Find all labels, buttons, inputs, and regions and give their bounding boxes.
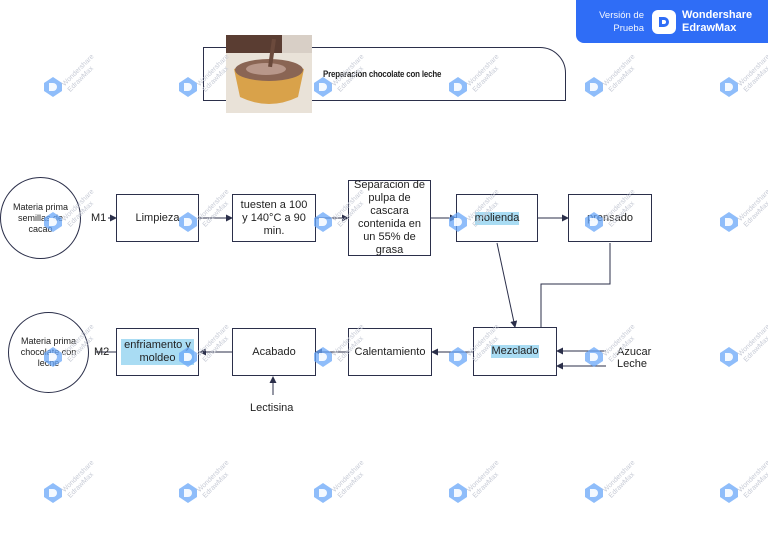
enfriamento-node[interactable]: enfriamento y moldeo (116, 328, 199, 376)
lectisina-label: Lectisina (250, 402, 294, 414)
edrawmax-watermark-icon (720, 77, 738, 97)
edrawmax-watermark-icon (179, 483, 197, 503)
edrawmax-watermark-icon (449, 483, 467, 503)
edrawmax-watermark-icon (314, 483, 332, 503)
edrawmax-logo-icon (652, 10, 676, 34)
separacion-node[interactable]: Separacion de pulpa de cascara contenida… (348, 179, 431, 256)
acabado-node[interactable]: Acabado (232, 328, 316, 376)
edrawmax-watermark-icon (44, 77, 62, 97)
azucar-label: Azucar (617, 346, 652, 358)
trial-line-1: Versión de (599, 10, 644, 21)
line-prensado-mezclado (540, 243, 611, 327)
limpieza-label: Limpieza (135, 211, 180, 224)
enfriamento-label: enfriamento y moldeo (121, 339, 194, 365)
calentamiento-label: Calentamiento (354, 345, 426, 358)
tuesten-label: tuesten a 100 y 140°C a 90 min. (240, 198, 308, 237)
arrow-molienda-mezclado (496, 242, 518, 328)
raw-material-chocolate-label: Materia prima chocolate con leche (20, 336, 77, 368)
edrawmax-watermark-icon (585, 77, 603, 97)
raw-material-chocolate-node[interactable]: Materia prima chocolate con leche (8, 312, 89, 393)
brand-name: Wondershare EdrawMax (682, 9, 752, 35)
acabado-label: Acabado (252, 345, 296, 358)
edrawmax-watermark-icon (585, 347, 603, 367)
trial-version-text: Versión de Prueba (576, 9, 644, 35)
brand-line-1: Wondershare (682, 9, 753, 21)
edrawmax-watermark-icon (585, 483, 603, 503)
prensado-label: prensado (587, 211, 633, 224)
raw-material-cacao-node[interactable]: Materia prima semillas de cacao (0, 177, 81, 259)
molienda-node[interactable]: molienda (456, 194, 538, 242)
molienda-label: molienda (474, 211, 520, 225)
edrawmax-watermark-icon (720, 347, 738, 367)
prensado-node[interactable]: prensado (568, 194, 652, 242)
m2-label: M2 (94, 346, 110, 358)
mezclado-label: Mezclado (491, 345, 539, 358)
brand-line-2: EdrawMax (682, 22, 737, 34)
diagram-title: Preparacion chocolate con leche (323, 69, 442, 79)
tuesten-node[interactable]: tuesten a 100 y 140°C a 90 min. (232, 194, 316, 242)
hot-chocolate-photo (226, 35, 312, 113)
edrawmax-watermark-icon (720, 483, 738, 503)
edrawmax-watermark-icon (179, 77, 197, 97)
leche-label: Leche (617, 358, 647, 370)
limpieza-node[interactable]: Limpieza (116, 194, 199, 242)
mezclado-node[interactable]: Mezclado (473, 327, 557, 376)
calentamiento-node[interactable]: Calentamiento (348, 328, 432, 376)
edrawmax-watermark-icon (449, 347, 467, 367)
raw-material-cacao-label: Materia prima semillas de cacao (12, 201, 68, 234)
m1-label: M1 (91, 212, 107, 224)
separacion-label: Separacion de pulpa de cascara contenida… (354, 179, 425, 256)
edrawmax-watermark-icon (44, 483, 62, 503)
trial-badge[interactable]: Versión de Prueba Wondershare EdrawMax (576, 0, 768, 43)
trial-line-2: Prueba (613, 23, 644, 34)
edrawmax-watermark-icon (720, 212, 738, 232)
